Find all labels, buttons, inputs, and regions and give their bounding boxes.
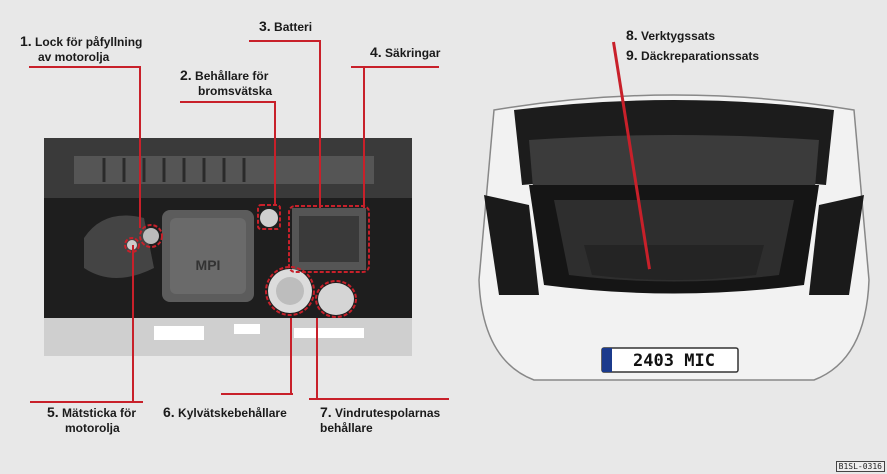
label-number: 2. — [180, 67, 192, 83]
battery-fuse-marker — [288, 205, 370, 273]
label-text-line2: bromsvätska — [198, 84, 273, 98]
oil-cap-marker — [139, 224, 163, 248]
label-battery: 3. Batteri — [259, 19, 312, 35]
brake-fluid-marker — [257, 204, 281, 230]
washer-marker — [315, 280, 357, 318]
label-number: 7. — [320, 404, 332, 420]
label-text-line2: motorolja — [65, 421, 120, 435]
label-text: Kylvätskebehållare — [178, 406, 287, 420]
engine-logo: MPI — [196, 257, 221, 273]
label-text: Lock för påfyllning — [35, 35, 143, 49]
dipstick-marker — [124, 237, 140, 253]
label-number: 5. — [47, 404, 59, 420]
label-tool-kit: 8. Verktygssats — [626, 28, 715, 44]
label-text: Säkringar — [385, 46, 441, 60]
label-number: 4. — [370, 44, 382, 60]
label-number: 3. — [259, 18, 271, 34]
label-coolant-reservoir: 6. Kylvätskebehållare — [163, 405, 287, 421]
label-washer-reservoir: 7. Vindrutespolarnas behållare — [320, 405, 440, 436]
label-oil-dipstick: 5. Mätsticka för motorolja — [47, 405, 136, 436]
reference-code: B1SL-0316 — [835, 461, 885, 472]
label-fuses: 4. Säkringar — [370, 45, 440, 61]
label-brake-fluid-reservoir: 2. Behållare för bromsvätska — [180, 68, 272, 99]
coolant-marker — [265, 266, 315, 316]
label-number: 9. — [626, 47, 638, 63]
label-text-line2: av motorolja — [38, 50, 110, 64]
label-text: Mätsticka för — [62, 406, 137, 420]
label-tire-repair-kit: 9. Däckreparationssats — [626, 48, 759, 64]
label-text-line2: behållare — [320, 421, 373, 435]
label-number: 1. — [20, 33, 32, 49]
car-trunk-image: 2403 MIC — [478, 94, 870, 381]
label-text: Däckreparationssats — [641, 49, 760, 63]
label-text: Vindrutespolarnas — [335, 406, 441, 420]
license-plate: 2403 MIC — [633, 351, 715, 371]
label-number: 6. — [163, 404, 175, 420]
engine-bay-image: MPI — [44, 138, 412, 356]
label-number: 8. — [626, 27, 638, 43]
label-text: Batteri — [274, 20, 313, 34]
label-text: Behållare för — [195, 69, 269, 83]
label-text: Verktygssats — [641, 29, 716, 43]
label-oil-filler-cap: 1. Lock för påfyllning av motorolja — [20, 34, 142, 65]
